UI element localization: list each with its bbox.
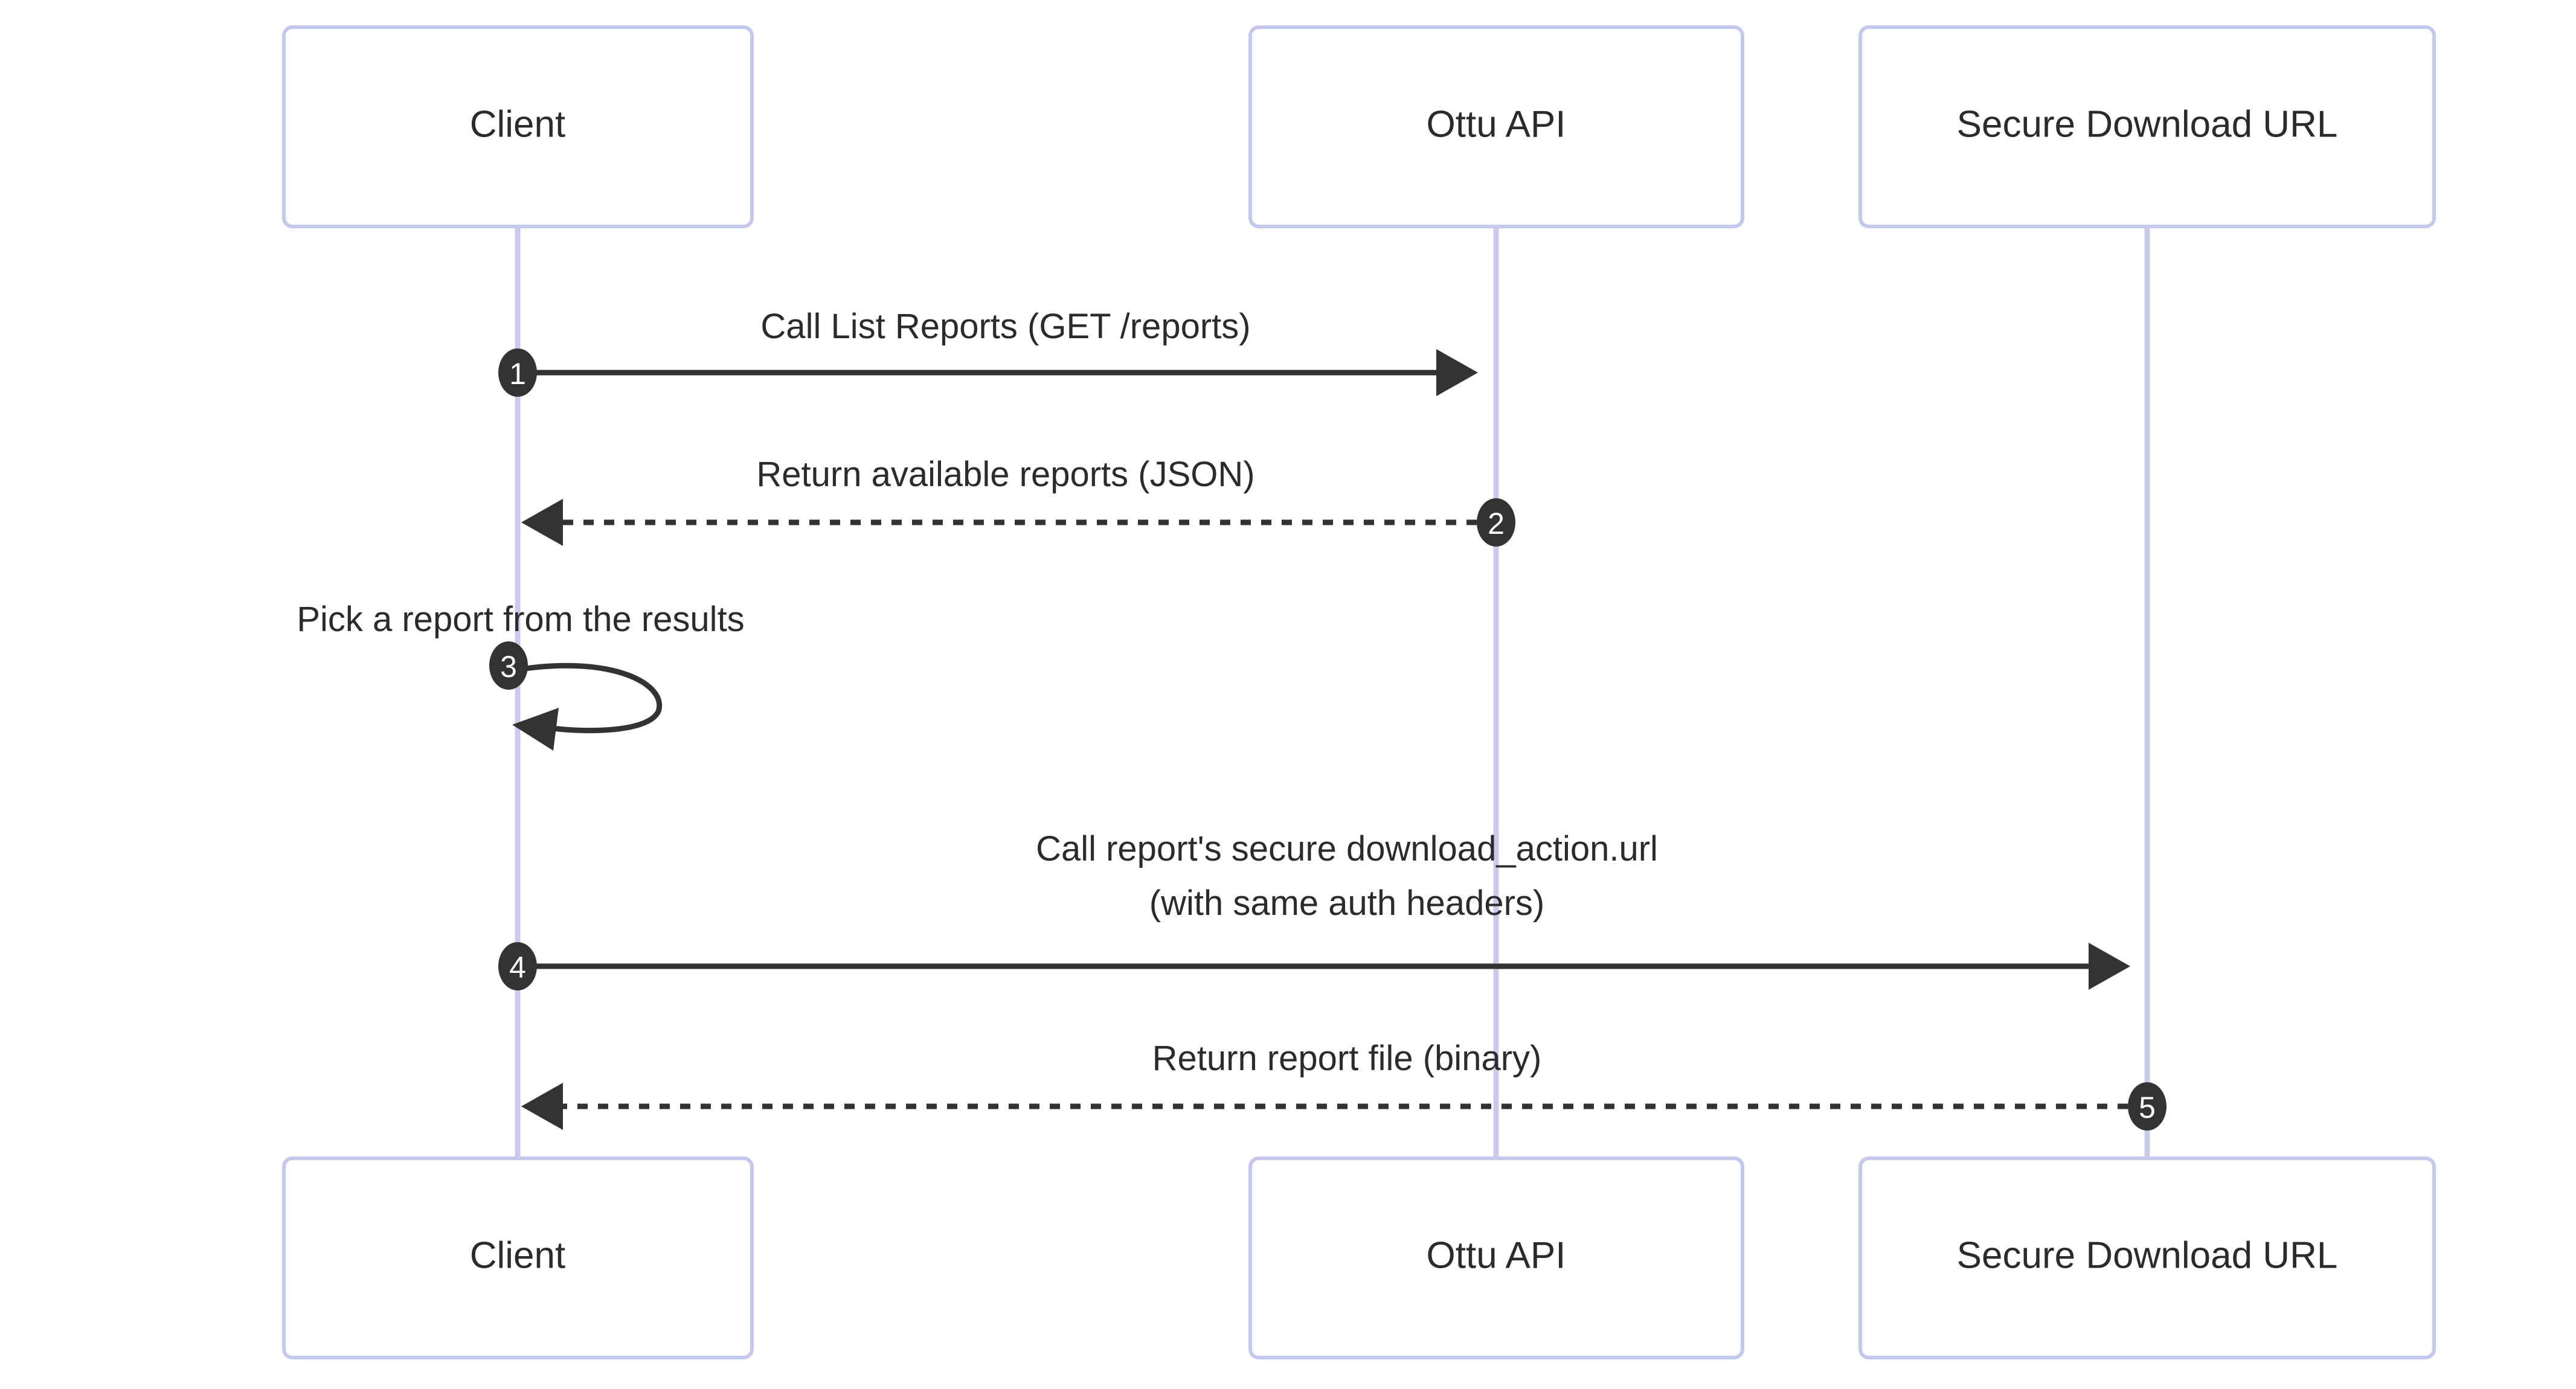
actor-label-client-top: Client xyxy=(470,103,566,145)
lifelines xyxy=(515,226,2150,1158)
message-3-arrowhead xyxy=(512,708,559,751)
message-5[interactable]: Return report file (binary) 5 xyxy=(521,1039,2166,1131)
message-1-arrowhead xyxy=(1436,349,1478,396)
message-2-badge-number: 2 xyxy=(1488,507,1505,541)
message-4-badge xyxy=(498,942,537,990)
message-4-badge-number: 4 xyxy=(509,951,526,984)
actor-box-secure-download-url-top[interactable]: Secure Download URL xyxy=(1858,25,2436,228)
actor-box-ottu-api-bottom[interactable]: Ottu API xyxy=(1248,1156,1744,1359)
message-1-label: Call List Reports (GET /reports) xyxy=(760,307,1250,346)
actor-label-secure-download-url-top: Secure Download URL xyxy=(1957,103,2338,145)
message-4[interactable]: Call report's secure download_action.url… xyxy=(498,829,2130,990)
message-5-label: Return report file (binary) xyxy=(1152,1039,1542,1078)
message-3-badge xyxy=(489,641,528,690)
actor-rect-client-bottom xyxy=(282,1156,754,1359)
actor-rect-client-top xyxy=(282,25,754,228)
actor-label-client-bottom: Client xyxy=(470,1234,566,1276)
message-2[interactable]: Return available reports (JSON) 2 xyxy=(521,455,1515,547)
message-4-arrowhead xyxy=(2089,943,2130,990)
actor-box-ottu-api-top[interactable]: Ottu API xyxy=(1248,25,1744,228)
message-4-label-line-1: Call report's secure download_action.url xyxy=(1036,829,1658,868)
actor-rect-ottu-api-bottom xyxy=(1248,1156,1744,1359)
actor-boxes-top: Client Ottu API Secure Download URL xyxy=(282,25,2436,228)
message-3-label: Pick a report from the results xyxy=(297,600,744,639)
actor-label-secure-download-url-bottom: Secure Download URL xyxy=(1957,1234,2338,1276)
message-2-arrowhead xyxy=(521,499,563,546)
actor-box-client-bottom[interactable]: Client xyxy=(282,1156,754,1359)
message-2-badge xyxy=(1477,498,1515,547)
actor-rect-secure-download-url-top xyxy=(1858,25,2436,228)
message-3-badge-number: 3 xyxy=(500,650,517,684)
message-3[interactable]: Pick a report from the results 3 xyxy=(297,600,745,751)
actor-label-ottu-api-top: Ottu API xyxy=(1427,103,1566,145)
message-5-badge-number: 5 xyxy=(2139,1091,2156,1124)
actor-boxes-bottom: Client Ottu API Secure Download URL xyxy=(282,1156,2436,1359)
actor-rect-ottu-api-top xyxy=(1248,25,1744,228)
actor-box-secure-download-url-bottom[interactable]: Secure Download URL xyxy=(1858,1156,2436,1359)
message-4-label-line-2: (with same auth headers) xyxy=(1149,884,1544,923)
message-5-arrowhead xyxy=(521,1083,563,1130)
message-1[interactable]: Call List Reports (GET /reports) 1 xyxy=(498,307,1478,397)
message-5-badge xyxy=(2128,1082,2166,1131)
message-2-label: Return available reports (JSON) xyxy=(756,455,1254,494)
message-1-badge-number: 1 xyxy=(509,357,526,391)
actor-label-ottu-api-bottom: Ottu API xyxy=(1427,1234,1566,1276)
message-1-badge xyxy=(498,348,537,397)
actor-rect-secure-download-url-bottom xyxy=(1858,1156,2436,1359)
message-3-self-loop xyxy=(520,662,663,734)
actor-box-client-top[interactable]: Client xyxy=(282,25,754,228)
